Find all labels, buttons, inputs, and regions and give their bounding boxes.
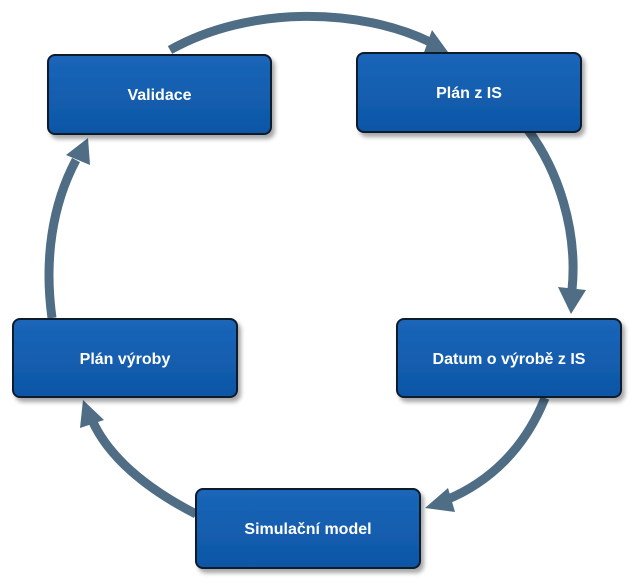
arrow-datum-to-simulacni-model [444,396,550,505]
node-datum-o-vyrobe: Datum o výrobě z IS [396,318,622,398]
node-label-simulacni-model: Simulační model [244,521,371,538]
node-box [195,488,421,569]
node-simulacni-model: Simulační model [195,488,421,569]
node-label-plan-z-is: Plán z IS [436,85,502,102]
arrowhead-validace [66,138,90,165]
node-plan-vyroby: Plán výroby [12,318,238,398]
node-label-validace: Validace [127,87,191,104]
arrowhead-plan-vyroby [80,400,104,428]
node-box [47,54,272,135]
arrowhead-simulacni-model [425,488,455,512]
node-label-plan-vyroby: Plán výroby [80,351,171,368]
cycle-arrows [44,11,586,519]
arrow-plan-z-is-to-datum [524,127,578,291]
arrow-plan-vyroby-to-validace [44,157,80,319]
node-box [356,52,582,133]
node-box [396,318,622,398]
node-plan-z-is: Plán z IS [356,52,582,133]
arrow-validace-to-plan-z-is [167,11,432,54]
arrow-simulacni-model-to-plan-vyroby [87,418,199,519]
node-label-datum-o-vyrobe: Datum o výrobě z IS [433,351,586,368]
node-validace: Validace [47,54,272,135]
arrowhead-datum [558,287,586,314]
arrowhead-plan-z-is [422,30,448,58]
node-box [12,318,238,398]
